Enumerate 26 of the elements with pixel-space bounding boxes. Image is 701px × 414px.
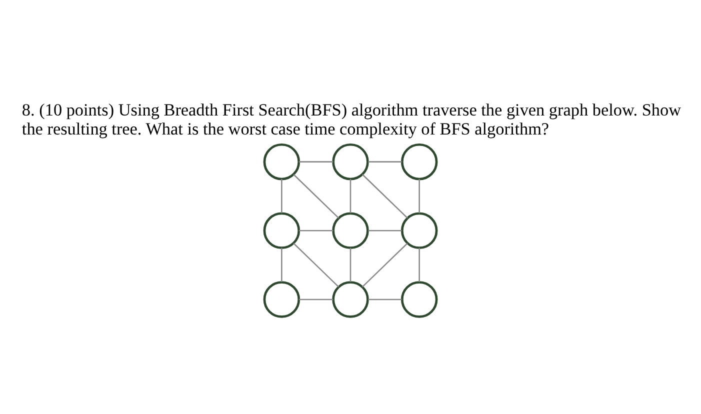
connector: [293, 242, 340, 288]
connector: [293, 174, 340, 219]
node-circle: [332, 212, 369, 250]
connector: [418, 248, 420, 282]
connector: [281, 179, 282, 214]
node-circle: [400, 212, 438, 250]
node-circle: [400, 281, 438, 318]
connector: [362, 174, 408, 219]
connector: [281, 248, 282, 282]
connector: [418, 179, 420, 214]
connector: [362, 242, 408, 288]
node-circle: [263, 143, 300, 180]
diagram-title: 8. (10 points) Using Breadth First Search(BFS) algorithm traverse the given graph below. Show the resulting tree. What is the worst case time complexity of BFS algorithm?: [22, 100, 682, 139]
connector: [298, 298, 334, 300]
node-circle: [332, 143, 369, 180]
connector: [368, 161, 402, 162]
connector: [350, 248, 352, 282]
node-circle: [263, 212, 300, 250]
connector: [298, 161, 334, 162]
node-circle: [263, 281, 300, 318]
node-circle: [332, 281, 369, 318]
connector: [298, 230, 334, 232]
node-circle: [400, 143, 438, 180]
connector: [368, 230, 402, 232]
connector: [368, 298, 402, 300]
connector: [350, 179, 352, 214]
